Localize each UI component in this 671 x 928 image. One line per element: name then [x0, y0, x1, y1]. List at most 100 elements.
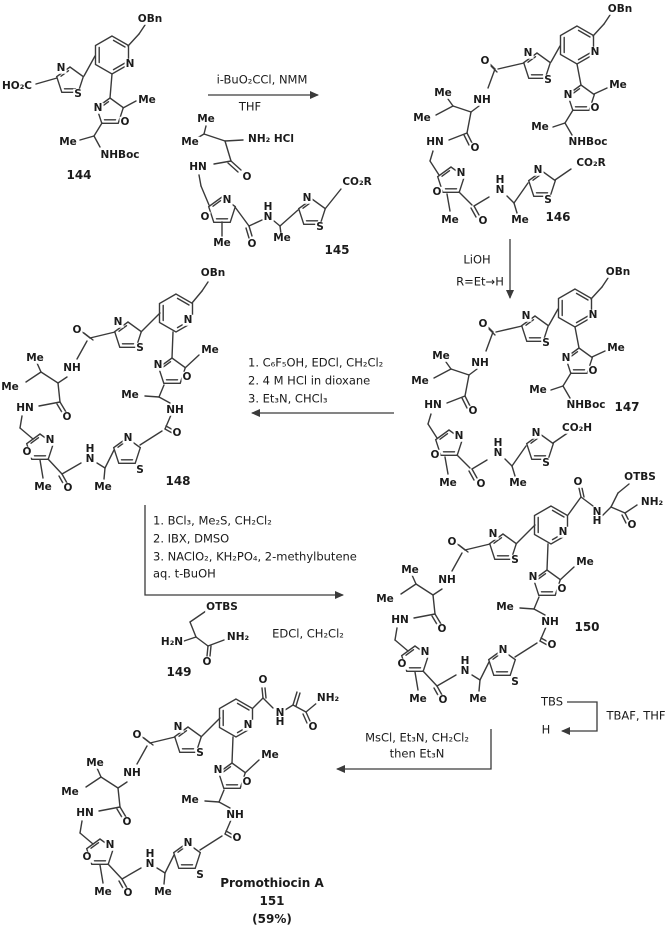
- atom-label: NHBoc: [565, 398, 607, 411]
- atom-label: O: [231, 831, 243, 844]
- atom-label: O: [62, 481, 74, 494]
- compound-number-150: 150: [573, 620, 601, 634]
- atom-label: Me: [58, 135, 78, 148]
- atom-label: N: [182, 836, 194, 849]
- atom-label: O: [587, 364, 599, 377]
- atom-label: S: [541, 456, 551, 469]
- atom-label: N: [455, 166, 467, 179]
- arrow-tbaf: [561, 701, 598, 735]
- atom-label: O: [257, 673, 269, 686]
- reagent-text: TBAF, THF: [605, 708, 667, 723]
- atom-label: NH: [225, 808, 245, 821]
- atom-label: N: [44, 433, 56, 446]
- reagent-text: H: [540, 722, 552, 737]
- atom-label: O: [429, 448, 441, 461]
- compound-number-144: 144: [65, 168, 93, 182]
- atom-label: Me: [410, 374, 430, 387]
- reagent-text: then Et₃N: [388, 746, 446, 761]
- atom-label: Me: [510, 213, 530, 226]
- reagent-text: 2. IBX, DMSO: [152, 531, 231, 546]
- atom-label: S: [543, 193, 553, 206]
- atom-label: N: [212, 763, 224, 776]
- atom-label: O: [81, 850, 93, 863]
- atom-label: N: [221, 193, 233, 206]
- compound-number-149: 149: [165, 665, 193, 679]
- atom-label: Me: [120, 388, 140, 401]
- product-number: 151: [259, 894, 285, 908]
- atom-label: Me: [575, 555, 595, 568]
- atom-label: N: [560, 351, 572, 364]
- atom-label: O: [122, 886, 134, 899]
- atom-label: N: [532, 163, 544, 176]
- atom-label: N: [587, 308, 599, 321]
- atom-label: O: [307, 720, 319, 733]
- atom-label: Me: [438, 476, 458, 489]
- atom-label: Me: [495, 600, 515, 613]
- atom-label: H: [459, 654, 471, 667]
- reagent-text: R=Et→H: [455, 274, 505, 289]
- atom-label: N: [497, 643, 509, 656]
- atom-label: OBn: [136, 12, 164, 25]
- atom-label: O: [437, 693, 449, 706]
- atom-label: N: [562, 88, 574, 101]
- atom-label: O: [119, 115, 131, 128]
- atom-label: N: [530, 426, 542, 439]
- atom-label: Me: [408, 692, 428, 705]
- reagent-text: THF: [237, 99, 263, 114]
- atom-label: S: [541, 336, 551, 349]
- atom-label: Me: [180, 793, 200, 806]
- atom-label: N: [453, 429, 465, 442]
- atom-label: N: [122, 431, 134, 444]
- atom-label: O: [477, 317, 489, 330]
- reagent-text: EDCl, CH₂Cl₂: [271, 626, 345, 641]
- atom-label: Me: [25, 351, 45, 364]
- atom-label: Me: [180, 135, 200, 148]
- atom-label: HN: [75, 806, 95, 819]
- atom-label: HN: [390, 613, 410, 626]
- atom-label: N: [527, 570, 539, 583]
- atom-label: CO₂R: [575, 156, 607, 169]
- atom-label: O: [171, 426, 183, 439]
- atom-label: O: [246, 237, 258, 250]
- atom-label: Me: [375, 592, 395, 605]
- reagent-text: 1. BCl₃, Me₂S, CH₂Cl₂: [152, 513, 273, 528]
- atom-label: N: [182, 313, 194, 326]
- arrow-oxidation-coupling: [144, 505, 344, 599]
- atom-label: N: [301, 191, 313, 204]
- atom-label: N: [274, 706, 286, 719]
- atom-label: Me: [272, 231, 292, 244]
- atom-label: HO₂C: [0, 79, 34, 92]
- atom-label: Me: [153, 885, 173, 898]
- compound-number-145: 145: [323, 243, 351, 257]
- atom-label: O: [479, 54, 491, 67]
- atom-label: N: [55, 61, 67, 74]
- atom-label: S: [510, 675, 520, 688]
- product-name: Promothiocin A: [220, 876, 324, 890]
- atom-label: NH: [472, 93, 492, 106]
- atom-label: Me: [260, 748, 280, 761]
- atom-label: O: [181, 370, 193, 383]
- atom-label: N: [459, 664, 471, 677]
- atom-label: N: [84, 452, 96, 465]
- atom-label: NH: [165, 403, 185, 416]
- atom-label: Me: [608, 78, 628, 91]
- atom-label: Me: [508, 476, 528, 489]
- atom-label: NH₂: [315, 691, 341, 704]
- atom-label: O: [396, 657, 408, 670]
- atom-label: O: [436, 622, 448, 635]
- atom-label: O: [71, 323, 83, 336]
- atom-label: N: [520, 309, 532, 322]
- atom-label: N: [487, 527, 499, 540]
- reagent-text: LiOH: [462, 252, 492, 267]
- atom-label: O: [121, 815, 133, 828]
- atom-label: N: [112, 315, 124, 328]
- atom-label: Me: [212, 236, 232, 249]
- atom-label: Me: [606, 341, 626, 354]
- atom-label: S: [73, 87, 83, 100]
- atom-label: S: [543, 73, 553, 86]
- atom-label: OTBS: [623, 470, 657, 483]
- atom-label: Me: [196, 112, 216, 125]
- atom-label: O: [556, 582, 568, 595]
